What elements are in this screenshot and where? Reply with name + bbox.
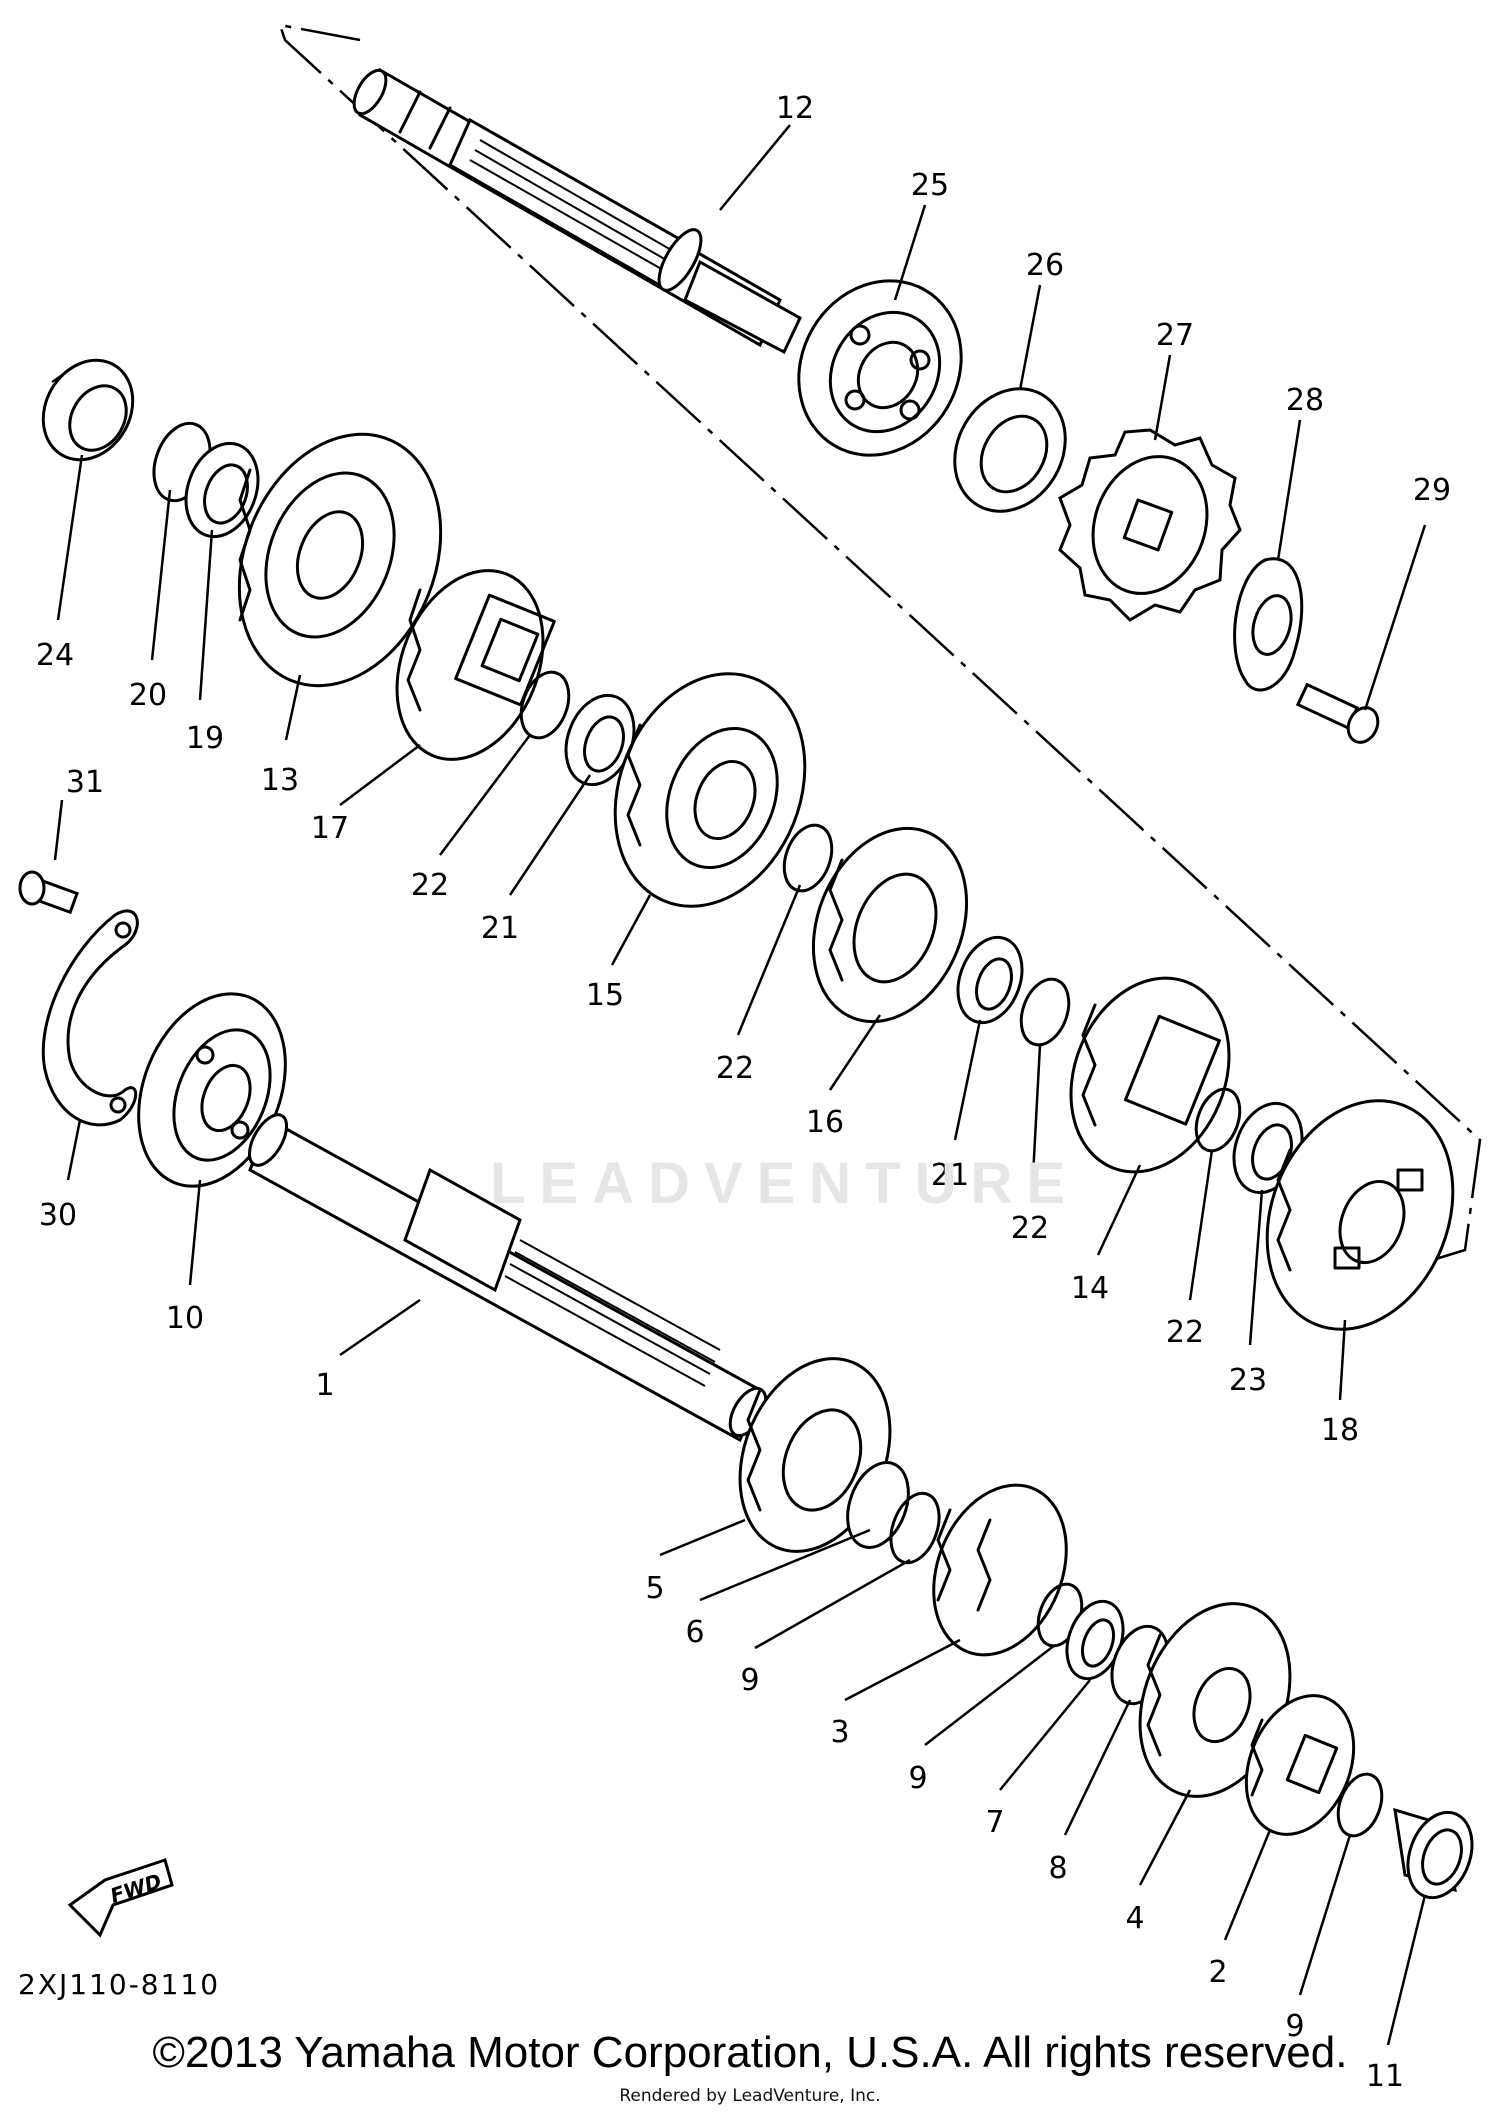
assembly-outline bbox=[278, 23, 1482, 1272]
callout-22a: 22 bbox=[411, 868, 449, 903]
callout-11: 11 bbox=[1366, 2059, 1404, 2094]
gear-16 bbox=[811, 826, 969, 1024]
callout-3: 3 bbox=[830, 1715, 849, 1750]
copyright-notice: ©2013 Yamaha Motor Corporation, U.S.A. A… bbox=[152, 2028, 1348, 2077]
callout-numbers: 12 25 26 27 28 29 24 20 19 13 17 22 21 1… bbox=[36, 91, 1451, 2094]
callout-17: 17 bbox=[311, 811, 349, 846]
gear-17 bbox=[395, 569, 556, 761]
callout-22b: 22 bbox=[716, 1051, 754, 1086]
callout-30: 30 bbox=[39, 1198, 77, 1233]
fwd-arrow: FWD bbox=[67, 1858, 174, 1938]
circlip-22d bbox=[1194, 1087, 1242, 1153]
callout-9a: 9 bbox=[740, 1663, 759, 1698]
rendered-by: Rendered by LeadVenture, Inc. bbox=[619, 2086, 881, 2106]
circlip-22b bbox=[782, 823, 834, 893]
washer-21a bbox=[564, 693, 636, 787]
callout-1: 1 bbox=[315, 1368, 334, 1403]
gear-14 bbox=[1069, 976, 1231, 1174]
gear-3 bbox=[932, 1483, 1068, 1657]
callout-25: 25 bbox=[911, 168, 949, 203]
callout-22c: 22 bbox=[1011, 1211, 1049, 1246]
gear-15 bbox=[613, 672, 807, 908]
drive-sprocket-27 bbox=[1058, 428, 1242, 622]
callout-9c: 9 bbox=[1285, 2009, 1304, 2044]
callout-2: 2 bbox=[1208, 1955, 1227, 1990]
callout-4: 4 bbox=[1125, 1901, 1144, 1936]
bearing-10 bbox=[137, 992, 287, 1188]
oil-seal-26 bbox=[953, 387, 1067, 513]
watermark: LEADVENTURE bbox=[490, 1151, 1080, 1216]
diagram-code: 2XJ110-8110 bbox=[18, 1968, 221, 2001]
callout-19: 19 bbox=[186, 721, 224, 756]
callout-27: 27 bbox=[1156, 318, 1194, 353]
callout-18: 18 bbox=[1321, 1413, 1359, 1448]
bolt-29 bbox=[1295, 682, 1380, 744]
circlip-22a bbox=[519, 670, 571, 740]
bearing-stopper-30 bbox=[41, 909, 139, 1127]
callout-6: 6 bbox=[685, 1615, 704, 1650]
bearing-11 bbox=[1393, 1807, 1474, 1900]
callout-7: 7 bbox=[985, 1805, 1004, 1840]
callout-24: 24 bbox=[36, 638, 74, 673]
callout-13: 13 bbox=[261, 763, 299, 798]
callout-28: 28 bbox=[1286, 383, 1324, 418]
gear-2 bbox=[1244, 1694, 1356, 1836]
callout-14: 14 bbox=[1071, 1271, 1109, 1306]
callout-31: 31 bbox=[66, 765, 104, 800]
fwd-label: FWD bbox=[107, 1869, 164, 1908]
screw-31 bbox=[18, 870, 79, 915]
leader-lines bbox=[53, 124, 1427, 2046]
callout-9b: 9 bbox=[908, 1761, 927, 1796]
callout-21b: 21 bbox=[931, 1158, 969, 1193]
callout-12: 12 bbox=[776, 91, 814, 126]
gear-13 bbox=[237, 432, 443, 688]
callout-10: 10 bbox=[166, 1301, 204, 1336]
callout-15: 15 bbox=[586, 978, 624, 1013]
drive-axle bbox=[352, 67, 802, 355]
gear-18 bbox=[1265, 1099, 1455, 1331]
bearing-25 bbox=[797, 279, 963, 457]
callout-5: 5 bbox=[645, 1571, 664, 1606]
lock-washer-28 bbox=[1233, 557, 1304, 692]
callout-21a: 21 bbox=[481, 911, 519, 946]
callout-22d: 22 bbox=[1166, 1315, 1204, 1350]
callout-20: 20 bbox=[129, 678, 167, 713]
callout-29: 29 bbox=[1413, 473, 1451, 508]
callout-26: 26 bbox=[1026, 248, 1064, 283]
needle-bearing-24 bbox=[41, 358, 135, 462]
washer-19 bbox=[184, 441, 260, 539]
callout-8: 8 bbox=[1048, 1851, 1067, 1886]
washer-21b bbox=[956, 935, 1024, 1025]
circlip-22c bbox=[1019, 977, 1071, 1047]
main-axle bbox=[247, 1113, 768, 1443]
callout-23: 23 bbox=[1229, 1363, 1267, 1398]
circlip-9a bbox=[889, 1491, 941, 1565]
callout-16: 16 bbox=[806, 1105, 844, 1140]
